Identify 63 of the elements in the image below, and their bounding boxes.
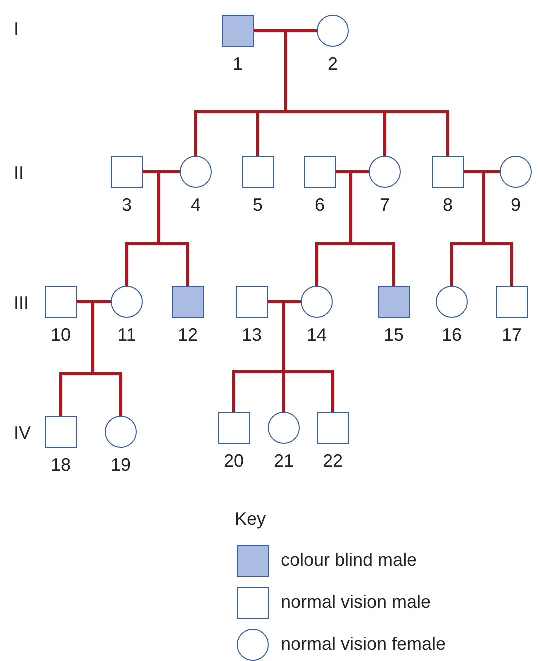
female-symbol [301,286,333,318]
male-symbol [496,286,528,318]
generation-label: II [14,164,24,182]
individual-number: 16 [440,326,464,344]
legend-text: colour blind male [281,551,418,569]
individual-number: 8 [442,196,454,214]
male-symbol [304,156,336,188]
pedigree-line [143,170,180,174]
pedigree-line [77,300,111,304]
pedigree-line [254,30,317,32]
individual-number: 11 [116,326,138,344]
male-symbol [218,412,250,444]
female-symbol [500,156,532,188]
individual-number: 6 [314,196,326,214]
male-symbol [378,286,410,318]
male-symbol [317,412,349,444]
legend-text: normal vision male [281,593,432,611]
male-symbol [432,156,464,188]
individual-number: 9 [510,196,522,214]
male-symbol [45,286,77,318]
pedigree-line [350,172,396,286]
individual-number: 4 [190,196,202,214]
individual-number: 14 [306,326,328,344]
pedigree-line [92,302,122,416]
male-symbol [236,286,268,318]
individual-number: 3 [120,196,133,214]
pedigree-line [268,300,301,304]
individual-number: 12 [176,326,200,344]
individual-number: 20 [222,452,246,470]
legend-text: normal vision female [281,635,446,653]
male-symbol [222,15,254,47]
pedigree-line [482,172,514,286]
pedigree-line [464,170,500,174]
individual-number: 5 [252,196,264,214]
individual-number: 2 [326,55,339,73]
generation-label: I [14,20,20,38]
key-heading: Key [235,510,266,528]
female-symbol [268,412,300,444]
individual-number: 15 [382,326,406,344]
female-symbol [105,416,137,448]
female-symbol [369,156,401,188]
individual-number: 13 [240,326,264,344]
male-symbol [172,286,204,318]
generation-label: IV [14,424,32,442]
female-symbol [180,156,212,188]
individual-number: 19 [110,456,132,474]
pedigree-line [336,170,369,174]
individual-number: 10 [50,326,72,344]
individual-number: 1 [232,55,244,73]
individual-number: 21 [272,452,296,470]
female-symbol [317,15,349,47]
generation-label: III [14,294,30,312]
male-symbol [45,416,77,448]
male-symbol [242,156,274,188]
individual-number: 17 [500,326,524,344]
individual-number: 7 [378,196,391,214]
female-symbol [436,286,468,318]
pedigree-line [158,172,190,286]
male-symbol [111,156,143,188]
individual-number: 18 [50,456,72,474]
individual-number: 22 [322,452,344,470]
pedigree-line [284,31,450,156]
female-symbol [111,286,143,318]
